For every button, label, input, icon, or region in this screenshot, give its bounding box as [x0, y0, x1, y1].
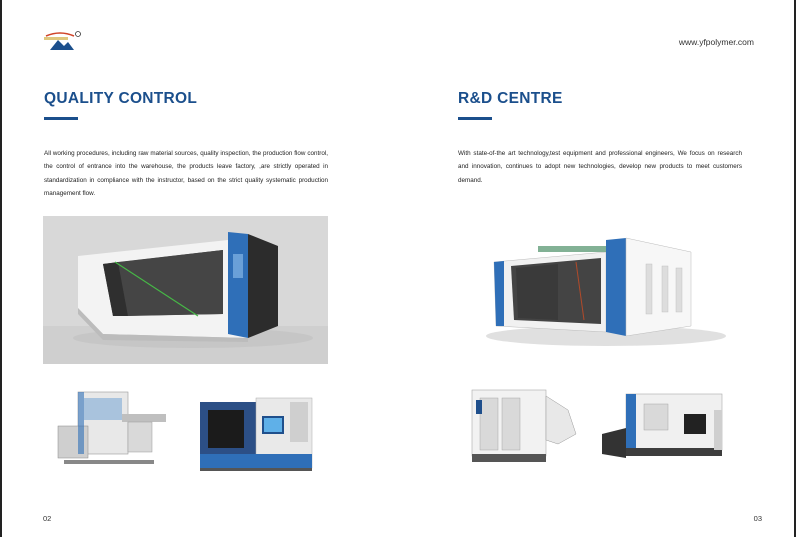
website-url: www.yfpolymer.com — [678, 37, 754, 47]
quality-control-text: All working procedures, including raw ma… — [44, 150, 328, 197]
left-page: QUALITY CONTROL All working procedures, … — [40, 30, 328, 523]
page-number-left: 02 — [43, 514, 52, 523]
rd-centre-text: With state-of-the art technology,test eq… — [458, 150, 742, 184]
page-title-quality-control: QUALITY CONTROL — [44, 90, 198, 107]
company-logo-icon — [40, 30, 82, 54]
page-edge-right — [794, 0, 796, 537]
title-underline — [458, 117, 492, 120]
cnc-machine-photo — [194, 392, 316, 474]
inspection-machine-photo — [468, 380, 580, 472]
packaging-machine-photo — [50, 386, 172, 474]
production-machine-photo — [456, 216, 743, 362]
page-number-right: 03 — [753, 514, 762, 523]
assembly-machine-photo — [598, 388, 738, 472]
laser-machine-photo — [43, 216, 328, 364]
page-title-rd-centre: R&D CENTRE — [458, 90, 563, 107]
page-edge-left — [0, 0, 2, 537]
right-page: www.yfpolymer.com R&D CENTRE With state-… — [398, 0, 796, 537]
title-underline — [44, 117, 78, 120]
